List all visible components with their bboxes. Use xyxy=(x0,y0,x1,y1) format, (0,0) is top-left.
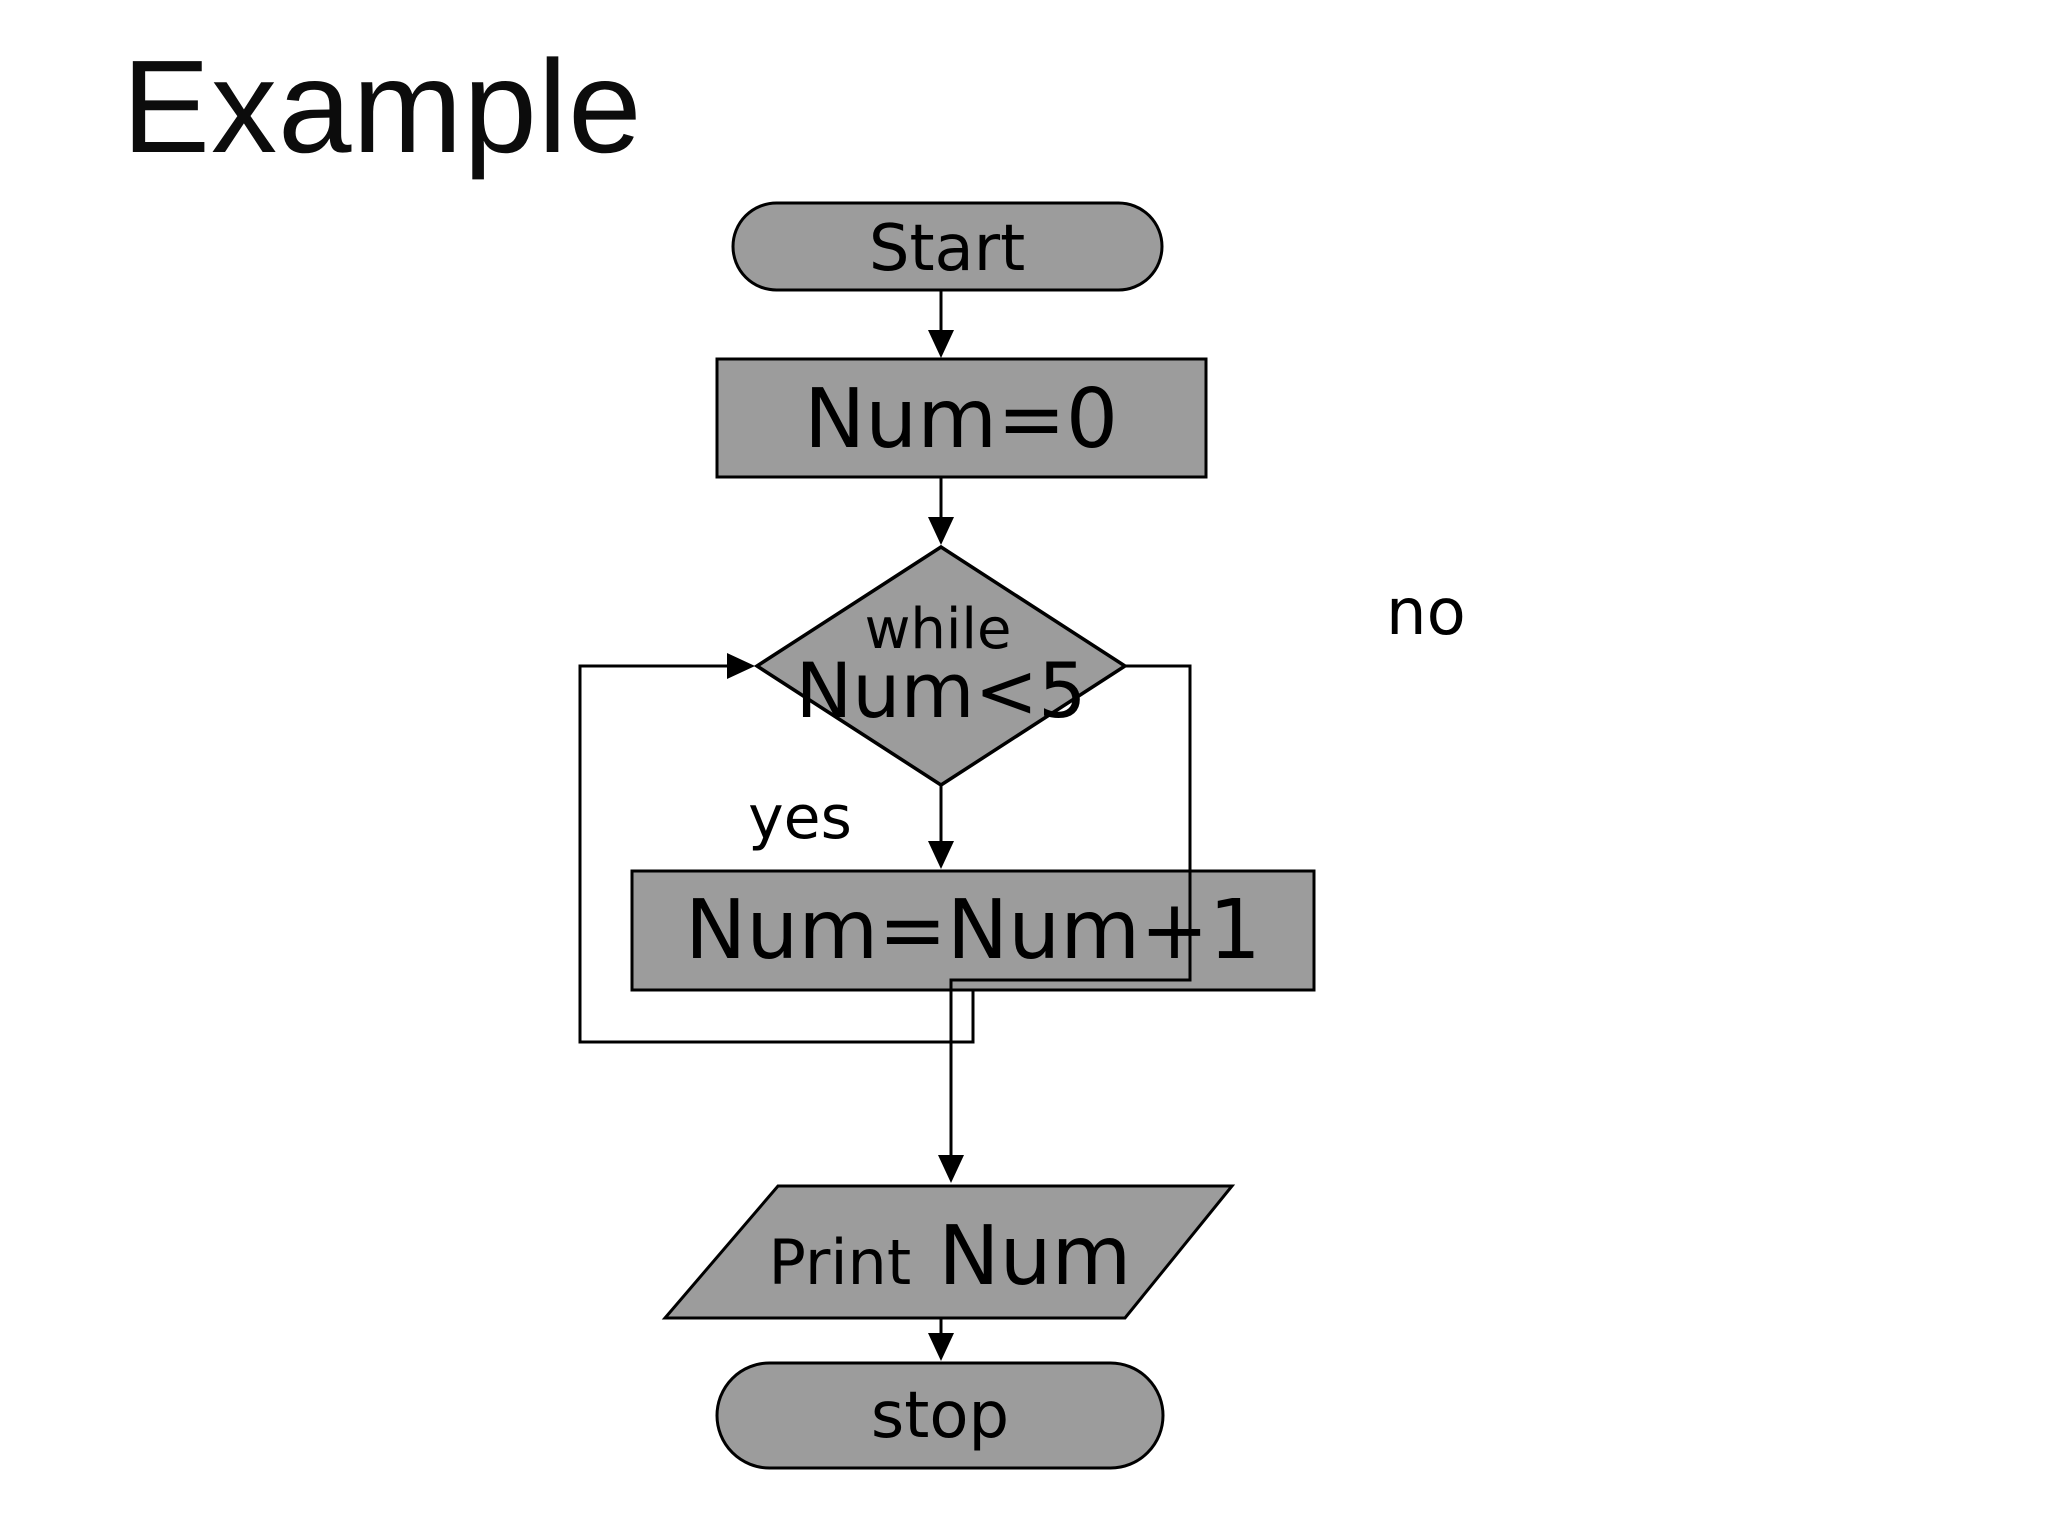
print-label-variable: Num xyxy=(938,1209,1131,1304)
arrowhead-into-stop xyxy=(928,1333,954,1361)
decision-label-line2: Num<5 xyxy=(795,646,1086,735)
edge-loop-back xyxy=(578,664,975,1044)
init-label: Num=0 xyxy=(804,372,1118,467)
yes-label: yes xyxy=(748,783,852,853)
slide-title: Example xyxy=(122,33,643,180)
stop-label: stop xyxy=(871,1379,1009,1453)
stop-terminator xyxy=(715,1361,1165,1470)
print-label: Print Num xyxy=(769,1209,1132,1304)
init-process-box xyxy=(715,357,1208,479)
arrowhead-into-init xyxy=(928,330,954,358)
arrowhead-into-decision-top xyxy=(928,517,954,545)
print-label-prefix: Print xyxy=(769,1226,912,1299)
decision-label-line1: while xyxy=(865,597,1012,662)
increment-label: Num=Num+1 xyxy=(685,883,1261,978)
arrowhead-into-increment xyxy=(928,841,954,869)
no-label: no xyxy=(1386,576,1466,650)
increment-process-box xyxy=(630,869,1316,992)
edge-no-path xyxy=(949,664,1192,1156)
arrowhead-into-print xyxy=(938,1155,964,1183)
print-io-parallelogram xyxy=(661,1184,1236,1320)
start-label: Start xyxy=(869,212,1025,286)
start-terminator xyxy=(731,201,1164,292)
arrowhead-into-decision-left xyxy=(727,653,755,679)
